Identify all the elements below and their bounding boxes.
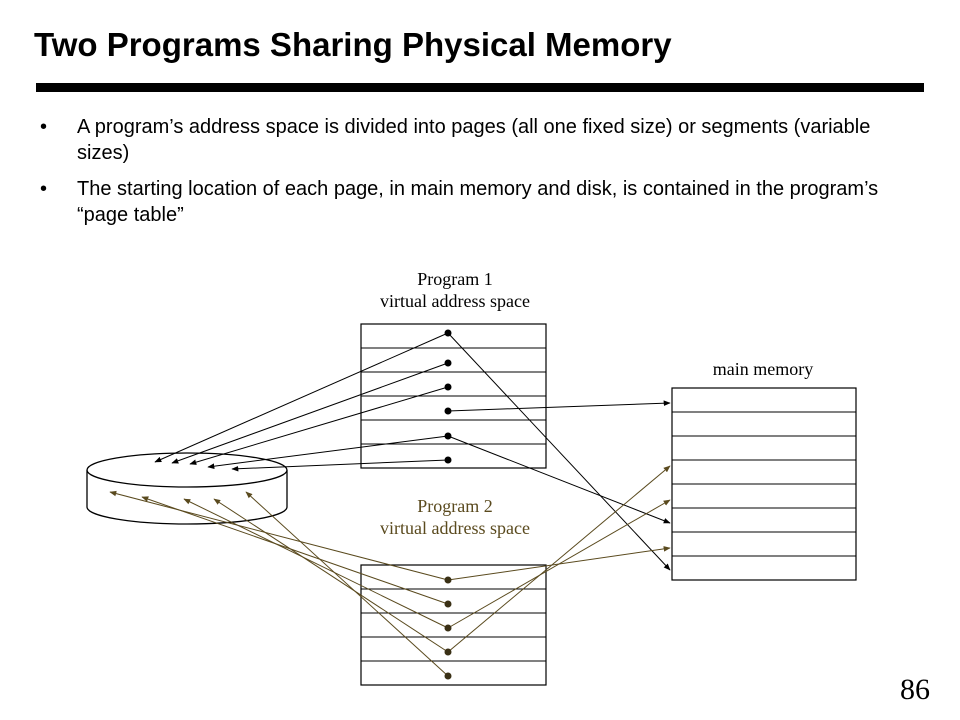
mapping-arrow bbox=[447, 435, 671, 524]
bullet-item: • A program’s address space is divided i… bbox=[40, 114, 920, 166]
bullet-marker: • bbox=[40, 178, 48, 200]
mapping-arrow bbox=[189, 386, 449, 465]
program1-page-table bbox=[360, 323, 547, 469]
mapping-arrow bbox=[447, 465, 671, 653]
program2-label-line1: Program 2 bbox=[417, 496, 493, 516]
page-entry-dot bbox=[444, 407, 452, 415]
page-entry-dot bbox=[444, 600, 452, 608]
mapping-arrow bbox=[171, 362, 449, 464]
mapping-arrow bbox=[207, 435, 449, 469]
page-entry-dot bbox=[444, 329, 452, 337]
bullet-text: A program’s address space is divided int… bbox=[77, 116, 871, 164]
mapping-arrow bbox=[231, 459, 449, 472]
slide-title: Two Programs Sharing Physical Memory bbox=[34, 26, 672, 63]
mapping-arrow bbox=[154, 332, 449, 463]
page-entry-dot bbox=[444, 624, 452, 632]
mapping-arrow bbox=[183, 498, 449, 629]
program2-entry-dots bbox=[444, 576, 452, 680]
program1-label: Program 1 virtual address space bbox=[330, 268, 580, 312]
page-entry-dot bbox=[444, 456, 452, 464]
mapping-arrow bbox=[213, 498, 449, 653]
program1-entry-dots bbox=[444, 329, 452, 464]
title-rule bbox=[36, 83, 924, 92]
page-entry-dot bbox=[444, 672, 452, 680]
main-memory-table bbox=[671, 387, 857, 581]
bullet-marker: • bbox=[40, 116, 48, 138]
mapping-arrow bbox=[447, 499, 671, 629]
program2-arrows bbox=[109, 465, 671, 677]
mapping-arrow bbox=[447, 400, 671, 412]
program1-label-line2: virtual address space bbox=[380, 291, 530, 311]
mapping-arrow bbox=[245, 491, 449, 677]
program2-label-line2: virtual address space bbox=[380, 518, 530, 538]
disk-icon bbox=[86, 452, 288, 525]
mapping-arrow bbox=[109, 490, 449, 581]
page-entry-dot bbox=[444, 432, 452, 440]
page-entry-dot bbox=[444, 648, 452, 656]
program1-arrows bbox=[154, 332, 671, 571]
main-memory-label: main memory bbox=[712, 359, 814, 379]
bullet-list: • A program’s address space is divided i… bbox=[40, 114, 920, 238]
bullet-item: • The starting location of each page, in… bbox=[40, 176, 920, 228]
bullet-text: The starting location of each page, in m… bbox=[77, 178, 879, 226]
program2-label: Program 2 virtual address space bbox=[330, 495, 580, 539]
mapping-arrow bbox=[141, 496, 449, 605]
page-entry-dot bbox=[444, 576, 452, 584]
program1-label-line1: Program 1 bbox=[417, 269, 493, 289]
mapping-arrow bbox=[447, 332, 671, 571]
page-entry-dot bbox=[444, 383, 452, 391]
page-number: 86 bbox=[900, 673, 930, 706]
page-entry-dot bbox=[444, 359, 452, 367]
